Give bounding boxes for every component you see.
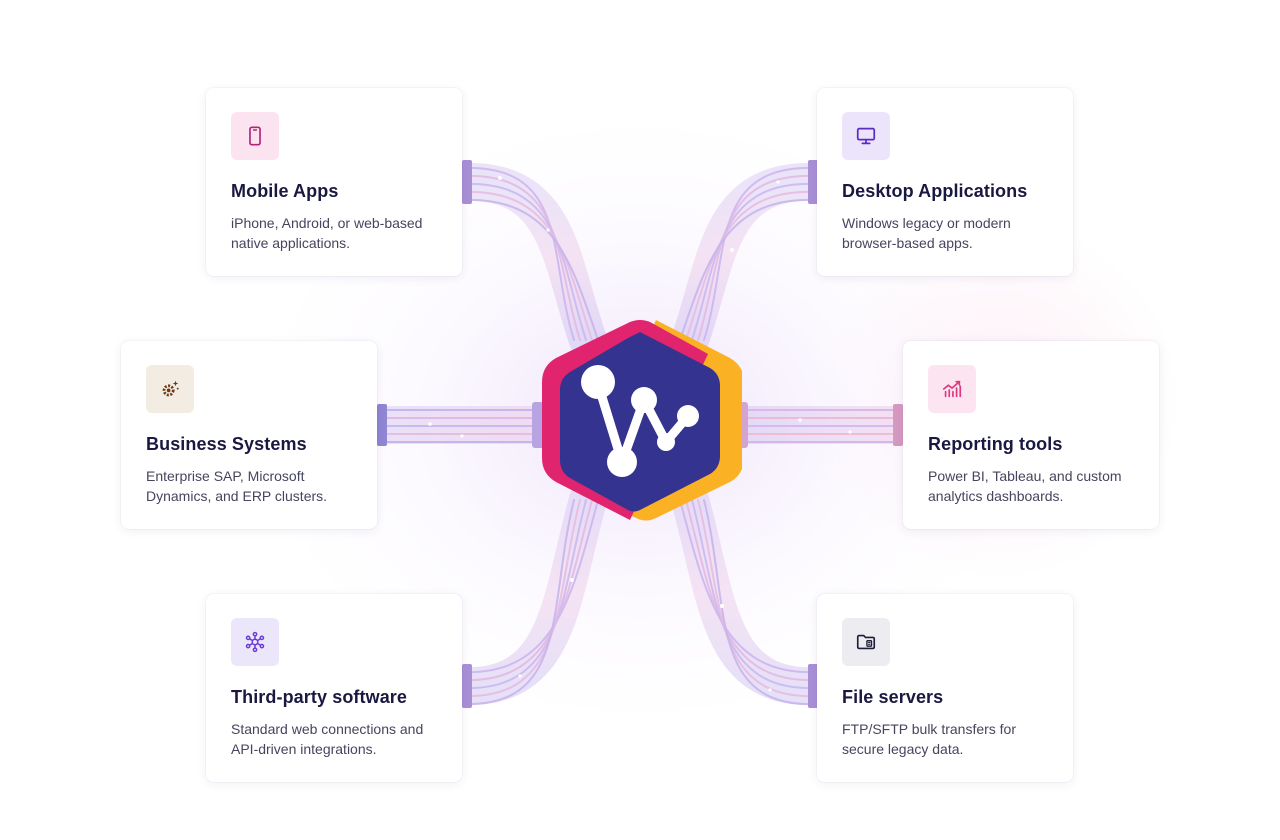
cable-desktop [671,162,835,359]
card-title: Desktop Applications [842,181,1028,201]
cable-thirdparty [443,481,607,706]
icon-tile [842,618,890,666]
cable-business [380,406,540,444]
cable-files [671,481,835,706]
network-hub-icon [245,631,265,653]
chart-trend-icon [942,380,962,398]
cable-sparkles [428,176,852,692]
card-business-systems[interactable]: Business Systems Enterprise SAP, Microso… [121,341,377,529]
icon-tile [928,365,976,413]
icon-tile [231,618,279,666]
card-file-servers[interactable]: File servers FTP/SFTP bulk transfers for… [817,594,1073,782]
card-reporting-tools[interactable]: Reporting tools Power BI, Tableau, and c… [903,341,1159,529]
card-description: Standard web connections and API-driven … [231,721,424,757]
card-description: Enterprise SAP, Microsoft Dynamics, and … [146,468,328,504]
card-title: Business Systems [146,434,307,454]
card-description: Windows legacy or modern browser-based a… [842,215,1011,251]
card-title: Third-party software [231,687,408,707]
icon-tile [231,112,279,160]
gear-sparkle-icon [162,380,180,397]
card-description: iPhone, Android, or web-based native app… [231,215,423,251]
card-third-party-software[interactable]: Third-party software Standard web connec… [206,594,462,782]
folder-server-icon [856,634,876,650]
card-title: Reporting tools [928,434,1063,454]
card-description: FTP/SFTP bulk transfers for secure legac… [842,721,1017,757]
monitor-icon [856,127,876,145]
smartphone-icon [249,126,261,146]
card-mobile-apps[interactable]: Mobile Apps iPhone, Android, or web-base… [206,88,462,276]
card-title: Mobile Apps [231,181,339,201]
cable-mobile [443,162,607,359]
card-title: File servers [842,687,944,707]
cable-reporting [740,406,902,444]
integration-hub-logo [542,320,742,521]
card-desktop-applications[interactable]: Desktop Applications Windows legacy or m… [817,88,1073,276]
icon-tile [146,365,194,413]
icon-tile [842,112,890,160]
card-description: Power BI, Tableau, and custom analytics … [928,468,1122,504]
